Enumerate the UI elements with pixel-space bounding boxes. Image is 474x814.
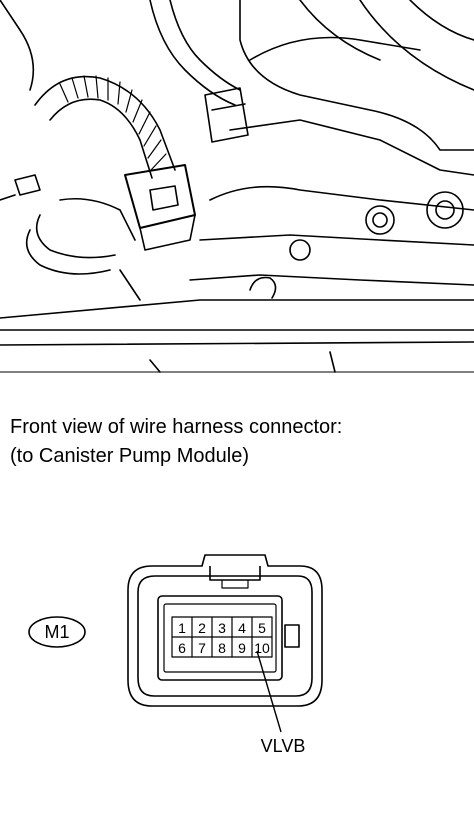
connector-front-view: M1 1 2 3 4 5 6 7 8 9 10 VLVB <box>28 554 323 756</box>
pin-3: 3 <box>218 620 226 636</box>
pin-7: 7 <box>198 640 206 656</box>
connector-code-ellipse <box>28 616 86 648</box>
connector-pin-recess <box>157 595 283 681</box>
connector-code-label: M1 <box>44 622 69 642</box>
pin-10: 10 <box>254 640 270 656</box>
pin-5: 5 <box>258 620 266 636</box>
connector-side-key <box>284 624 300 648</box>
caption-line-2: (to Canister Pump Module) <box>10 445 249 467</box>
connector-housing-outer <box>127 554 323 707</box>
pin-1: 1 <box>178 620 186 636</box>
connector-lock-tab <box>209 566 261 581</box>
pin-8: 8 <box>218 640 226 656</box>
callout-leader-line <box>256 650 282 733</box>
pin-6: 6 <box>178 640 186 656</box>
pin-4: 4 <box>238 620 246 636</box>
pin-9: 9 <box>238 640 246 656</box>
pin-grid <box>171 616 273 658</box>
caption-line-1: Front view of wire harness connector: <box>10 416 343 438</box>
pin-2: 2 <box>198 620 206 636</box>
callout-label: VLVB <box>261 736 306 756</box>
engine-bay-illustration <box>0 0 474 373</box>
connector-housing-inner <box>137 575 313 697</box>
